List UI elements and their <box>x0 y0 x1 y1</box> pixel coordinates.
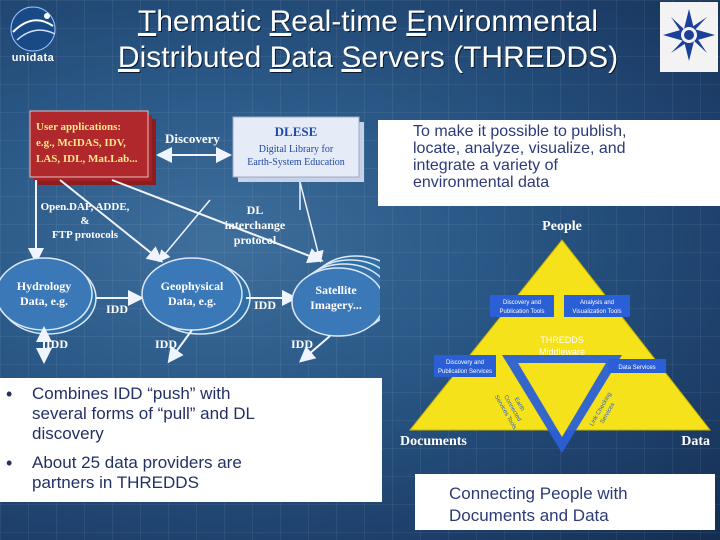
analysis-vis-tools-2: Visualization Tools <box>572 309 621 315</box>
bullet-item: • Combines IDD “push” with several forms… <box>6 384 255 443</box>
purpose-line-4: environmental data <box>413 174 550 191</box>
idd-label-1: IDD <box>106 302 128 316</box>
hydrology-data-oval: Hydrology Data, e.g. <box>0 257 97 335</box>
geophysical-line-2: Data, e.g. <box>168 294 216 308</box>
unidata-logo: unidata <box>3 2 63 72</box>
discovery-pub-tools-1: Discovery and <box>503 300 541 306</box>
user-apps-line-3: LAS, IDL, Mat.Lab... <box>36 153 138 165</box>
triangle-caption: Connecting People with Documents and Dat… <box>415 474 715 530</box>
dlese-line-2: Earth-System Education <box>247 157 344 168</box>
idd-label-5: IDD <box>291 337 313 351</box>
title-line-1: Thematic Real-time Environmental <box>137 5 599 38</box>
globe-icon <box>10 6 56 52</box>
bullet-list: • Combines IDD “push” with several forms… <box>0 378 382 502</box>
people-label: People <box>542 219 582 234</box>
middleware-line-1: THREDDS <box>540 335 584 345</box>
satellite-line-1: Satellite <box>315 283 357 297</box>
dl-line-2: interchange <box>225 218 286 232</box>
purpose-line-1: To make it possible to publish, <box>413 123 627 140</box>
dlese-title: DLESE <box>275 124 318 139</box>
discovery-pub-services-2: Publication Services <box>438 369 492 375</box>
data-services-label: Data Services <box>618 365 655 371</box>
satellite-line-2: Imagery... <box>310 298 362 312</box>
geophysical-data-oval: Geophysical Data, e.g. <box>141 257 251 335</box>
idd-label-4: IDD <box>155 337 177 351</box>
satellite-imagery-oval: Satellite Imagery... <box>291 255 380 337</box>
discovery-pub-services-1: Discovery and <box>446 360 484 366</box>
snowflake-logo <box>660 2 718 72</box>
hydrology-line-2: Data, e.g. <box>20 294 68 308</box>
architecture-diagram: User applications: e.g., McIDAS, IDV, LA… <box>0 110 380 364</box>
user-apps-line-2: e.g., McIDAS, IDV, <box>36 137 126 149</box>
thredds-triangle-diagram: People Documents Data Discovery and Publ… <box>400 219 712 453</box>
middleware-line-2: Middleware <box>539 347 585 357</box>
snowflake-icon <box>663 9 715 61</box>
user-apps-line-1: User applications: <box>36 121 121 133</box>
dlese-line-1: Digital Library for <box>259 144 334 155</box>
title-line-2: Distributed Data Servers (THREDDS) <box>117 41 619 74</box>
caption-line-1: Connecting People with <box>449 484 628 503</box>
purpose-line-2: locate, analyze, visualize, and <box>413 140 626 157</box>
dl-line-3: protocol <box>234 233 277 247</box>
bullet-icon: • <box>6 453 13 473</box>
idd-label-2: IDD <box>254 298 276 312</box>
hydrology-line-1: Hydrology <box>17 279 71 293</box>
data-label: Data <box>681 434 710 449</box>
protocols-line-2: & <box>80 215 89 227</box>
geophysical-line-1: Geophysical <box>161 279 224 293</box>
purpose-text-box: To make it possible to publish, locate, … <box>378 120 720 206</box>
protocols-line-1: Open.DAP, ADDE, <box>41 201 130 213</box>
idd-label-3: IDD <box>46 337 68 351</box>
page-title: Thematic Real-time Environmental Distrib… <box>58 4 678 76</box>
protocols-line-3: FTP protocols <box>52 229 119 241</box>
caption-line-2: Documents and Data <box>449 506 609 525</box>
dlese-box: DLESE Digital Library for Earth-System E… <box>232 116 364 182</box>
discovery-label: Discovery <box>165 131 220 146</box>
bullet-item: • About 25 data providers are partners i… <box>6 453 242 492</box>
purpose-line-3: integrate a variety of <box>413 157 558 174</box>
logo-text: unidata <box>11 52 55 64</box>
discovery-pub-tools-2: Publication Tools <box>500 309 545 315</box>
bullet-icon: • <box>6 384 13 404</box>
dl-line-1: DL <box>247 203 264 217</box>
analysis-vis-tools-1: Analysis and <box>580 300 614 306</box>
user-applications-box: User applications: e.g., McIDAS, IDV, LA… <box>29 110 156 185</box>
documents-label: Documents <box>400 434 467 449</box>
